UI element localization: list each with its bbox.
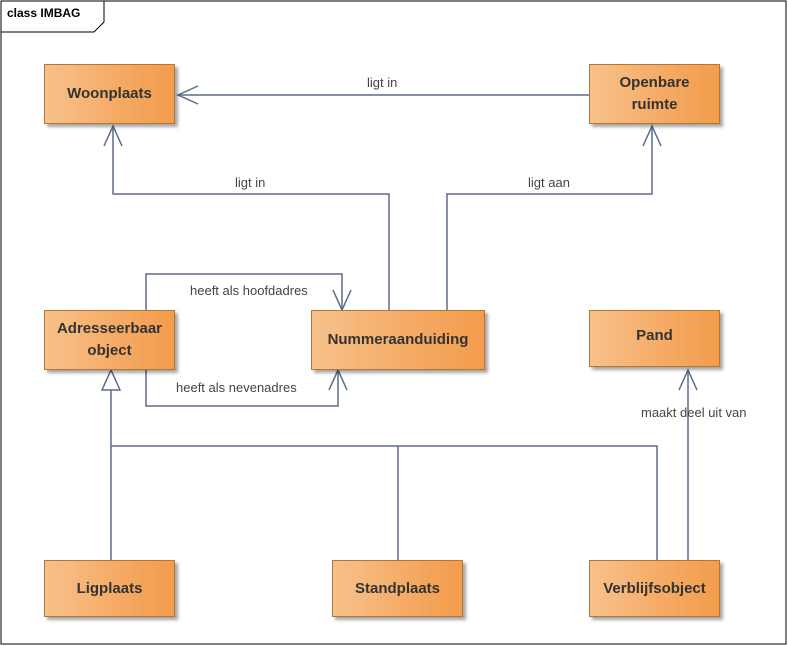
assoc-line-nummer-woonplaats <box>112 126 390 310</box>
assoc-line-nummer-openbare <box>446 126 653 310</box>
generalization-triangle <box>100 368 122 391</box>
class-standplaats[interactable]: Standplaats <box>332 560 463 617</box>
class-pand[interactable]: Pand <box>589 310 720 367</box>
arrowhead-openbare-bottom <box>642 124 662 147</box>
label-maakt-deel-uit-van: maakt deel uit van <box>641 405 747 420</box>
label-nummer-woonplaats: ligt in <box>235 175 266 190</box>
label-openbare-woonplaats: ligt in <box>367 75 398 90</box>
frame-title: class IMBAG <box>7 6 81 20</box>
class-woonplaats[interactable]: Woonplaats <box>44 64 175 124</box>
generalization-branch-verblijfsobject <box>111 445 658 560</box>
class-verblijfsobject[interactable]: Verblijfsobject <box>589 560 720 617</box>
frame-tab <box>1 0 105 33</box>
class-adresseerbaar-object[interactable]: Adresseerbaar object <box>44 310 175 370</box>
class-openbare-ruimte[interactable]: Openbare ruimte <box>589 64 720 124</box>
arrowhead-woonplaats-right <box>176 85 199 105</box>
assoc-line-hoofdadres <box>145 273 343 310</box>
label-nevenadres: heeft als nevenadres <box>176 380 297 395</box>
arrowhead-nevenadres <box>328 368 348 391</box>
label-nummer-openbare: ligt aan <box>528 175 570 190</box>
arrowhead-pand <box>678 368 698 391</box>
class-nummeraanduiding[interactable]: Nummeraanduiding <box>311 310 485 370</box>
label-hoofdadres: heeft als hoofdadres <box>190 283 308 298</box>
class-ligplaats[interactable]: Ligplaats <box>44 560 175 617</box>
assoc-line-nevenadres <box>145 370 339 407</box>
arrowhead-woonplaats-bottom <box>103 124 123 147</box>
